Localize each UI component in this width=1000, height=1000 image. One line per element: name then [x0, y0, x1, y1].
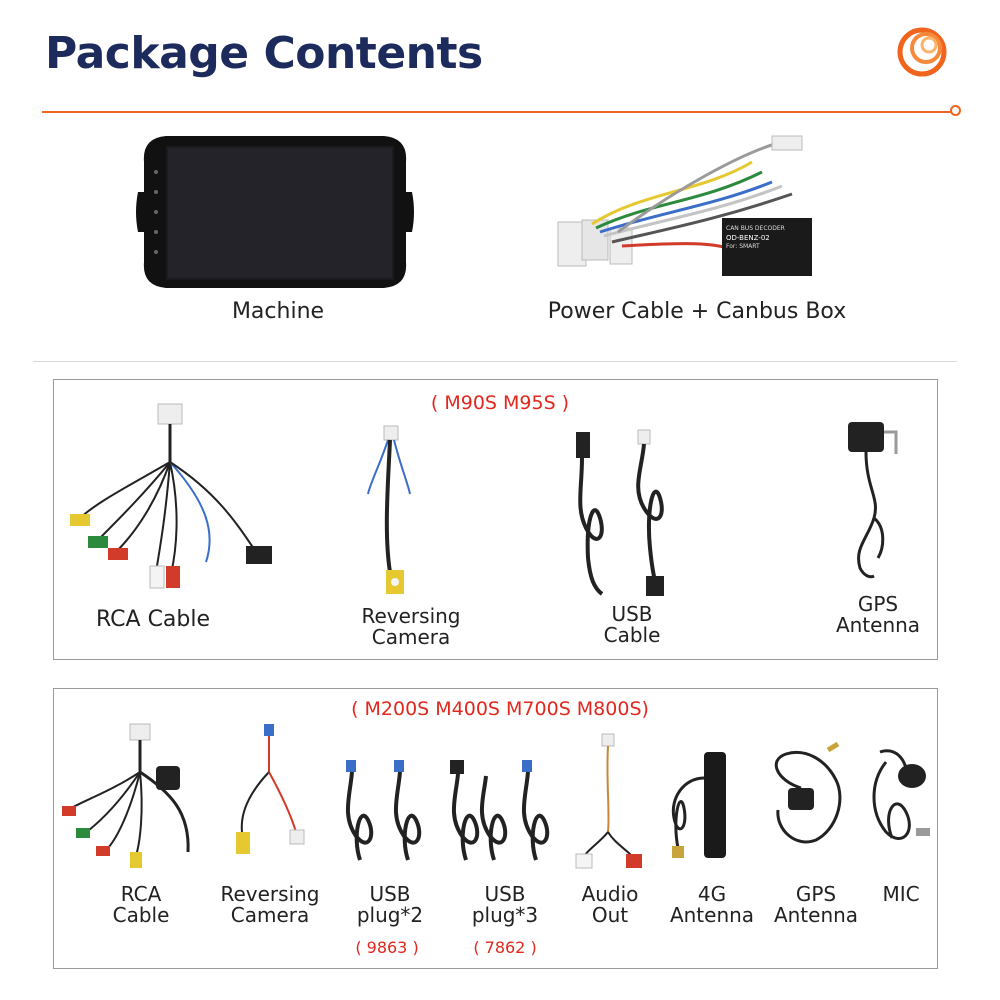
4g-antenna-label: 4G Antenna — [662, 884, 762, 926]
usb-plug-2-label-line2: plug*2 — [356, 903, 424, 927]
audio-out-label: Audio Out — [568, 884, 652, 926]
gps-antenna-label-line2: Antenna — [835, 613, 921, 637]
reversing-camera-cable-image — [367, 425, 411, 594]
canbus-box-text-2: OD-BENZ-02 — [726, 234, 770, 242]
rca-cable-2-label-line1: RCA — [120, 882, 162, 906]
usb-plug-3-label-line1: USB — [484, 882, 526, 906]
usb-plug-3-label: USB plug*3 — [460, 884, 550, 926]
section-separator — [33, 361, 957, 362]
usb-plug-2-label: USB plug*2 — [350, 884, 430, 926]
usb-cable-image — [576, 429, 664, 596]
gps-antenna-2-label-line1: GPS — [795, 882, 837, 906]
reversing-camera-2-label: Reversing Camera — [210, 884, 330, 926]
header-divider — [42, 111, 952, 113]
rca-cable-2-label: RCA Cable — [96, 884, 186, 926]
reversing-camera-2-label-line2: Camera — [230, 903, 310, 927]
mic-label: MIC — [882, 882, 920, 906]
reversing-camera-2-label-line1: Reversing — [220, 882, 320, 906]
usb-cable-label-line2: Cable — [603, 623, 661, 647]
page-title: Package Contents — [45, 28, 483, 79]
gps-antenna-2-image — [774, 741, 842, 844]
audio-out-image — [575, 733, 642, 869]
usb-plug-3-label-line2: plug*3 — [471, 903, 539, 927]
canbus-box-text-3: For: SMART — [726, 243, 760, 250]
divider-end-dot — [950, 105, 961, 116]
reversing-camera-2-image — [236, 724, 305, 854]
reversing-camera-label: Reversing Camera — [340, 606, 482, 648]
brand-logo-icon — [897, 27, 947, 77]
section1-heading: ( M90S M95S ) — [430, 392, 570, 414]
usb-cable-label: USB Cable — [580, 604, 684, 646]
section2-heading: ( M200S M400S M700S M800S) — [351, 698, 649, 720]
gps-antenna-2-label-line2: Antenna — [773, 903, 859, 927]
4g-antenna-image — [671, 752, 726, 858]
4g-antenna-label-line1: 4G — [697, 882, 727, 906]
usb-plug-2-label-line1: USB — [369, 882, 411, 906]
reversing-camera-label-line1: Reversing — [361, 604, 461, 628]
rca-cable-image — [70, 403, 272, 589]
usb-plug-3-image — [450, 760, 550, 861]
rca-cable-2-image — [62, 723, 190, 868]
power-cable-image — [557, 135, 812, 276]
power-cable-label: Power Cable + Canbus Box — [547, 299, 847, 324]
gps-antenna-label: GPS Antenna — [822, 594, 934, 636]
audio-out-label-line1: Audio — [581, 882, 639, 906]
reversing-camera-label-line2: Camera — [371, 625, 451, 649]
machine-image — [136, 136, 414, 288]
usb-cable-label-line1: USB — [611, 602, 653, 626]
gps-antenna-2-label: GPS Antenna — [764, 884, 868, 926]
4g-antenna-label-line2: Antenna — [669, 903, 755, 927]
usb-plug-2-code: ( 9863 ) — [355, 938, 419, 957]
audio-out-label-line2: Out — [591, 903, 629, 927]
rca-cable-2-label-line2: Cable — [112, 903, 170, 927]
usb-plug-3-code: ( 7862 ) — [473, 938, 537, 957]
gps-antenna-label-line1: GPS — [857, 592, 899, 616]
accessories-panel-m200s — [53, 688, 938, 969]
mic-image — [872, 749, 930, 840]
rca-cable-label: RCA Cable — [95, 607, 211, 632]
usb-plug-2-image — [345, 760, 422, 861]
machine-label: Machine — [231, 299, 325, 324]
accessories-panel-m90s — [53, 379, 938, 660]
gps-antenna-image — [848, 422, 898, 579]
canbus-box-text-1: CAN BUS DECODER — [726, 225, 785, 232]
